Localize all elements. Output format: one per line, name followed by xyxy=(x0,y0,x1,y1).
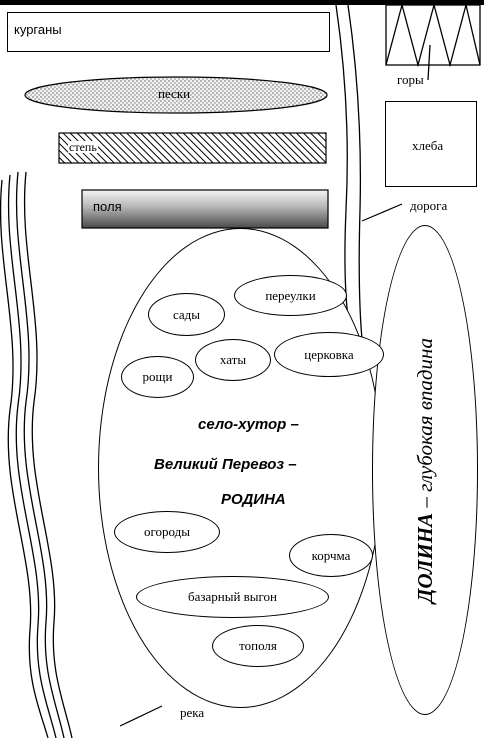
river-lines xyxy=(0,171,73,738)
church-ellipse: церковка xyxy=(274,332,384,377)
river-leader-line xyxy=(119,705,163,727)
market-pasture-ellipse: базарный выгон xyxy=(136,576,329,618)
village-title-line1: село-хутор – xyxy=(198,416,299,433)
top-rule xyxy=(0,0,484,5)
kitchen-gardens-ellipse: огороды xyxy=(114,511,220,553)
barrows-box: курганы xyxy=(7,12,330,52)
poplars-ellipse: тополя xyxy=(212,625,304,667)
sands-label: пески xyxy=(158,86,191,101)
gardens-label: сады xyxy=(172,306,201,322)
valley-label: ДОЛИНА – глубокая впадина xyxy=(413,338,438,603)
kitchen-gardens-label: огороды xyxy=(144,524,190,539)
grain-box: хлеба xyxy=(385,101,477,187)
valley-label-rest: – глубокая впадина xyxy=(412,337,437,513)
barrows-label: курганы xyxy=(14,22,62,37)
mountains-label: горы xyxy=(397,72,424,87)
village-title-line2: Великий Перевоз – xyxy=(154,456,297,473)
huts-label: хаты xyxy=(219,352,247,367)
tavern-ellipse: корчма xyxy=(289,534,373,577)
grain-label: хлеба xyxy=(412,138,444,153)
poplars-label: тополя xyxy=(239,638,277,653)
steppe-bar xyxy=(58,132,327,164)
groves-label: рощи xyxy=(142,369,173,384)
lanes-ellipse: переулки xyxy=(234,275,347,316)
steppe-label: степь xyxy=(68,140,98,154)
road-label: дорога xyxy=(410,198,448,213)
village-title-line3: РОДИНА xyxy=(221,491,286,508)
fields-label: поля xyxy=(93,199,122,214)
sands-ellipse xyxy=(24,76,328,114)
gardens-ellipse: сады xyxy=(148,293,225,336)
lanes-label: переулки xyxy=(265,287,316,303)
valley-label-bold: ДОЛИНА xyxy=(412,512,437,603)
road-leader-line xyxy=(361,203,403,222)
mountains-icon xyxy=(385,2,481,81)
groves-ellipse: рощи xyxy=(121,356,194,398)
river-label: река xyxy=(180,705,205,720)
church-label: церковка xyxy=(304,346,354,362)
market-pasture-label: базарный выгон xyxy=(187,589,278,604)
tavern-label: корчма xyxy=(311,547,351,563)
valley-ellipse: ДОЛИНА – глубокая впадина xyxy=(372,225,478,715)
fields-bar xyxy=(81,189,329,229)
huts-ellipse: хаты xyxy=(195,339,271,381)
